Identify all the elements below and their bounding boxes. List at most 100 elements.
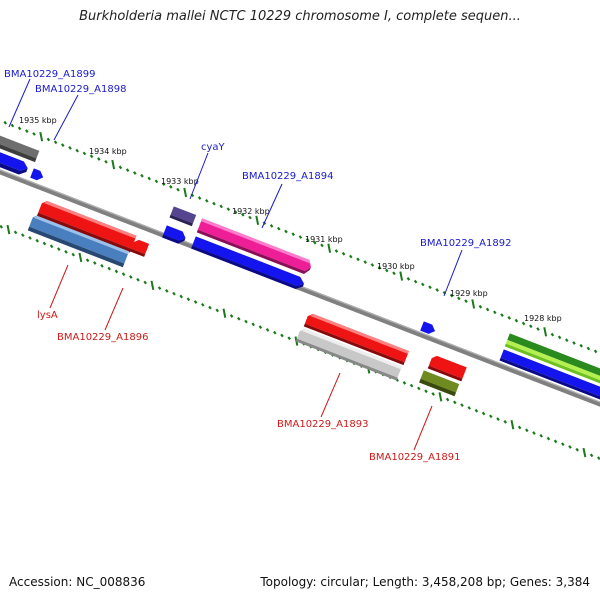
minor-tick [104, 159, 108, 164]
minor-tick [3, 120, 7, 125]
gene-label-lysa[interactable]: lysA [37, 310, 58, 321]
gene-label-a1892[interactable]: BMA10229_A1892 [420, 238, 511, 249]
gene-bma10229-a1893[interactable] [295, 327, 402, 381]
minor-tick [215, 308, 219, 313]
map-title: Burkholderia mallei NCTC 10229 chromosom… [79, 9, 521, 24]
minor-tick [561, 442, 565, 447]
minor-tick [445, 397, 450, 402]
minor-tick [35, 238, 39, 243]
minor-tick [514, 318, 519, 323]
minor-tick [532, 431, 536, 435]
minor-tick [503, 420, 507, 424]
gene-features[interactable] [0, 134, 600, 401]
major-tick [471, 299, 476, 309]
minor-tick [298, 235, 303, 239]
gene-label-a1899[interactable]: BMA10229_A1899 [4, 69, 95, 80]
minor-tick [82, 151, 87, 156]
major-tick [222, 308, 227, 318]
gene-small-red[interactable] [130, 238, 150, 257]
minor-tick [75, 148, 79, 153]
minor-tick [568, 445, 572, 449]
gene-small-red-2[interactable] [427, 354, 467, 382]
minor-tick [237, 316, 241, 321]
kbp-scale: 1935 kbp 1934 kbp 1933 kbp 1932 kbp 1931… [19, 116, 562, 323]
minor-tick [49, 244, 54, 249]
minor-tick [392, 271, 396, 276]
minor-tick [356, 257, 360, 262]
minor-tick [553, 439, 558, 444]
major-tick [183, 187, 188, 198]
minor-tick [208, 305, 212, 310]
gene-bma10229-a1899[interactable] [0, 134, 40, 163]
minor-tick [186, 297, 191, 302]
major-tick [399, 271, 404, 281]
gene-label-a1898[interactable]: BMA10229_A1898 [35, 84, 126, 95]
gene-red-center[interactable] [303, 312, 409, 366]
minor-tick [258, 325, 263, 329]
minor-tick [507, 316, 511, 320]
gene-label-a1891[interactable]: BMA10229_A1891 [369, 452, 460, 463]
gene-green-stack[interactable] [504, 333, 600, 385]
gene-label-cyay[interactable]: cyaY [201, 142, 226, 153]
gene-bma10229-a1896[interactable] [27, 215, 129, 268]
minor-tick [53, 140, 58, 145]
gene-small-arrow[interactable] [30, 168, 45, 182]
minor-tick [320, 243, 324, 248]
minor-tick [460, 403, 464, 408]
minor-tick [525, 428, 529, 433]
minor-tick [133, 171, 137, 175]
minor-tick [269, 224, 274, 228]
minor-tick [125, 168, 130, 173]
major-tick [582, 447, 587, 458]
minor-tick [0, 224, 3, 229]
minor-tick [219, 204, 223, 209]
gene-small-arrow-2[interactable] [162, 225, 187, 245]
minor-tick [71, 252, 75, 257]
kbp-label: 1934 kbp [89, 147, 127, 156]
minor-tick [572, 341, 576, 345]
minor-tick [21, 233, 25, 238]
gene-blue-right[interactable] [499, 349, 600, 401]
gene-label-a1896[interactable]: BMA10229_A1896 [57, 332, 148, 343]
minor-tick [453, 400, 457, 405]
minor-tick [413, 279, 418, 284]
minor-tick [273, 330, 277, 335]
minor-tick [529, 324, 533, 329]
minor-tick [179, 294, 183, 299]
minor-tick [17, 126, 22, 131]
minor-tick [402, 381, 407, 385]
minor-tick [212, 201, 216, 206]
gene-bma10229-a1892[interactable] [420, 321, 437, 335]
minor-tick [478, 304, 483, 309]
minor-tick [147, 176, 151, 181]
minor-tick [143, 280, 147, 285]
minor-tick [201, 302, 205, 307]
genome-summary-text: Topology: circular; Length: 3,458,208 bp… [260, 575, 590, 589]
gene-cyay[interactable] [169, 206, 197, 227]
minor-tick [565, 338, 569, 343]
minor-tick [233, 210, 238, 214]
kbp-label: 1931 kbp [305, 235, 343, 244]
gene-lysa[interactable] [36, 200, 137, 253]
minor-tick [496, 417, 500, 421]
minor-tick [349, 254, 353, 259]
minor-tick [129, 275, 133, 279]
kbp-label: 1933 kbp [161, 177, 199, 186]
minor-tick [575, 447, 579, 452]
gene-blue-long[interactable] [191, 236, 306, 291]
minor-tick [370, 263, 375, 267]
kbp-label: 1929 kbp [450, 289, 488, 298]
minor-tick [118, 165, 123, 170]
minor-tick [107, 266, 111, 271]
gene-bma10229-a1894[interactable] [196, 218, 313, 275]
gene-bma10229-a1891[interactable] [419, 370, 460, 397]
gene-bma10229-a1898[interactable] [0, 151, 30, 176]
minor-tick [61, 143, 65, 147]
minor-tick [521, 321, 526, 326]
gene-label-a1894[interactable]: BMA10229_A1894 [242, 171, 333, 182]
minor-tick [313, 240, 317, 245]
minor-tick [435, 288, 439, 292]
major-tick [510, 419, 515, 430]
gene-label-a1893[interactable]: BMA10229_A1893 [277, 419, 368, 430]
